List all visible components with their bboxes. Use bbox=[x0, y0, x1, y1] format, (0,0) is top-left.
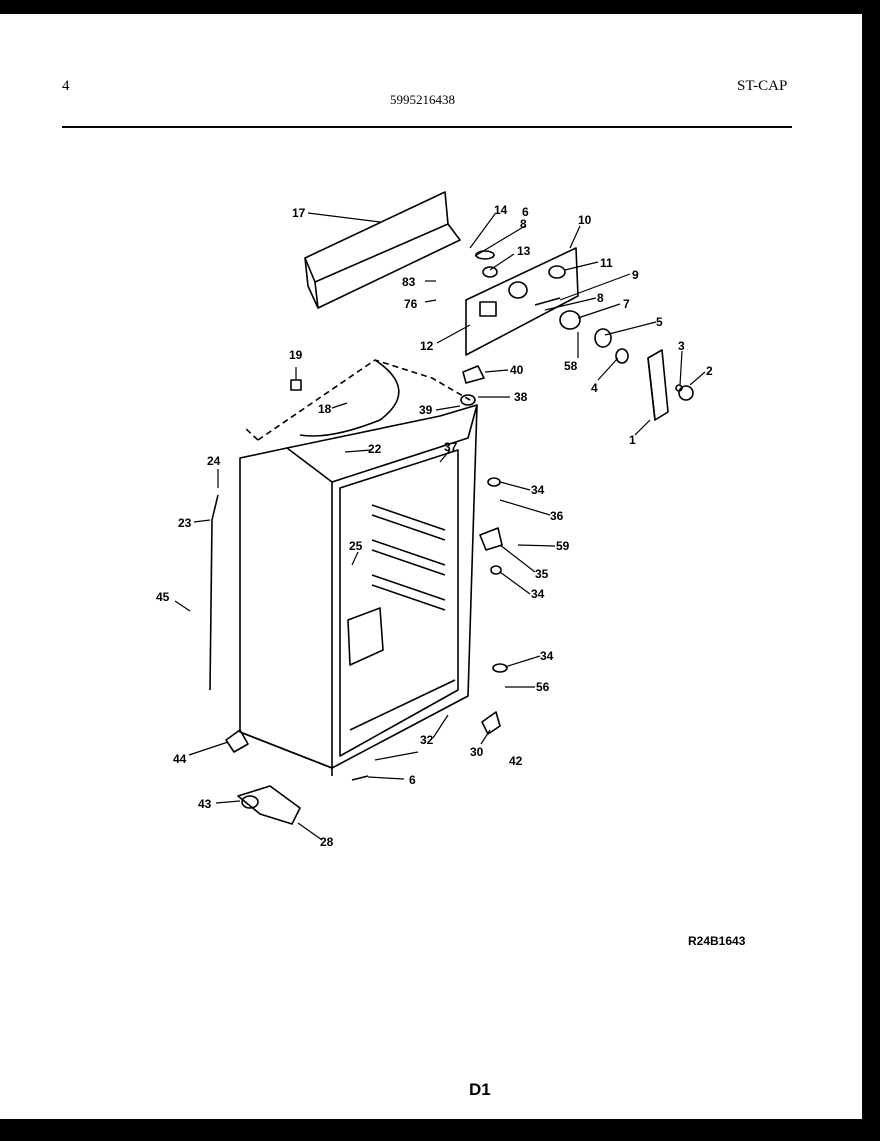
part-label-14: 14 bbox=[494, 203, 508, 217]
part-label-8: 8 bbox=[597, 291, 604, 305]
part-label-11: 11 bbox=[600, 256, 613, 270]
control-panel-part bbox=[465, 247, 629, 364]
part-label-13: 13 bbox=[517, 244, 531, 258]
part-label-23: 23 bbox=[178, 516, 192, 530]
part-label-34: 34 bbox=[531, 587, 545, 601]
page-label: D1 bbox=[469, 1080, 491, 1099]
part-label-7: 7 bbox=[623, 297, 630, 311]
part-label-35: 35 bbox=[535, 567, 549, 581]
part-label-34: 34 bbox=[540, 649, 554, 663]
section-code: ST-CAP bbox=[737, 78, 788, 94]
part-label-22: 22 bbox=[368, 442, 382, 456]
part-label-28: 28 bbox=[320, 835, 334, 849]
part-label-24: 24 bbox=[207, 454, 221, 468]
part-label-30: 30 bbox=[470, 745, 484, 759]
part-label-9: 9 bbox=[632, 268, 639, 282]
part-label-5: 5 bbox=[656, 315, 663, 329]
part-label-43: 43 bbox=[198, 797, 212, 811]
part-label-56: 56 bbox=[536, 680, 550, 694]
model-number: 5995216438 bbox=[390, 92, 455, 107]
part-label-8: 8 bbox=[520, 217, 527, 231]
part-label-1: 1 bbox=[629, 433, 636, 447]
part-label-32: 32 bbox=[420, 733, 434, 747]
part-label-40: 40 bbox=[510, 363, 524, 377]
part-label-3: 3 bbox=[678, 339, 685, 353]
leader-lines bbox=[174, 212, 706, 841]
part-label-36: 36 bbox=[550, 509, 564, 523]
part-label-37: 37 bbox=[444, 440, 458, 454]
part-label-42: 42 bbox=[509, 754, 523, 768]
hinge-bracket-part bbox=[647, 349, 694, 421]
part-label-44: 44 bbox=[173, 752, 187, 766]
part-label-38: 38 bbox=[514, 390, 528, 404]
parts-diagram-sheet: 4 5995216438 ST-CAP bbox=[0, 14, 862, 1119]
bottom-hardware bbox=[225, 365, 508, 825]
drain-tube-part bbox=[209, 494, 219, 691]
part-label-39: 39 bbox=[419, 403, 433, 417]
part-label-12: 12 bbox=[420, 339, 434, 353]
part-label-34: 34 bbox=[531, 483, 545, 497]
reference-code: R24B1643 bbox=[688, 934, 746, 948]
part-label-58: 58 bbox=[564, 359, 578, 373]
part-label-10: 10 bbox=[578, 213, 592, 227]
part-label-4: 4 bbox=[591, 381, 598, 395]
exploded-view-diagram: 1234567889101112131417181922232425283032… bbox=[156, 191, 713, 849]
part-label-18: 18 bbox=[318, 402, 332, 416]
header-rule bbox=[62, 126, 792, 128]
part-label-25: 25 bbox=[349, 539, 363, 553]
cabinet-body bbox=[239, 359, 478, 776]
part-label-45: 45 bbox=[156, 590, 170, 604]
part-label-76: 76 bbox=[404, 297, 418, 311]
part-label-19: 19 bbox=[289, 348, 303, 362]
part-label-2: 2 bbox=[706, 364, 713, 378]
rear-trim-part bbox=[304, 191, 461, 309]
part-label-83: 83 bbox=[402, 275, 416, 289]
page-number: 4 bbox=[62, 78, 70, 94]
part-number-labels: 1234567889101112131417181922232425283032… bbox=[156, 203, 713, 849]
part-label-6: 6 bbox=[522, 205, 529, 219]
part-label-17: 17 bbox=[292, 206, 306, 220]
part-label-6: 6 bbox=[409, 773, 416, 787]
part-label-59: 59 bbox=[556, 539, 570, 553]
